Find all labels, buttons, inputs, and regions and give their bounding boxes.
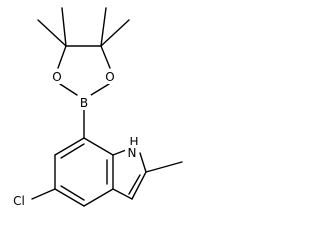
bond-double-c6-c7 [60,143,85,159]
bond-n1-c2 [139,152,147,173]
bond-c2-c3 [131,171,147,200]
bond-o2-b [90,83,110,96]
bond-methyl-3 [100,7,107,47]
bond-c4-c5 [54,188,85,207]
bond-c5-cl [31,188,56,200]
bond-c3a-c4 [83,188,114,207]
bond-c3-c3a [112,188,133,200]
chemical-structure: O O B H N Cl [8,7,183,209]
bond-o1-b [59,83,78,96]
nitrogen-hydrogen-label: H [129,135,138,149]
nitrogen-label: N [128,146,137,160]
bond-c7a-n1 [112,149,127,156]
oxygen-right-label: O [105,70,114,84]
boron-label: B [80,96,88,110]
oxygen-left-label: O [52,70,61,84]
bond-double-c2-c3 [128,174,141,195]
bond-methyl-4 [100,19,130,47]
bond-lines [31,7,183,207]
bond-c2-methyl [145,161,183,173]
bond-c6-c7 [54,137,85,156]
bond-c2-o2 [100,45,111,69]
bond-c7-c7a [83,137,114,156]
chlorine-label: Cl [13,194,25,208]
bond-methyl-2 [37,19,67,47]
bond-double-c4-c5 [60,185,85,201]
bond-c1-o1 [57,45,67,69]
atom-labels: O O B H N Cl [8,69,140,209]
bond-methyl-1 [61,7,67,47]
